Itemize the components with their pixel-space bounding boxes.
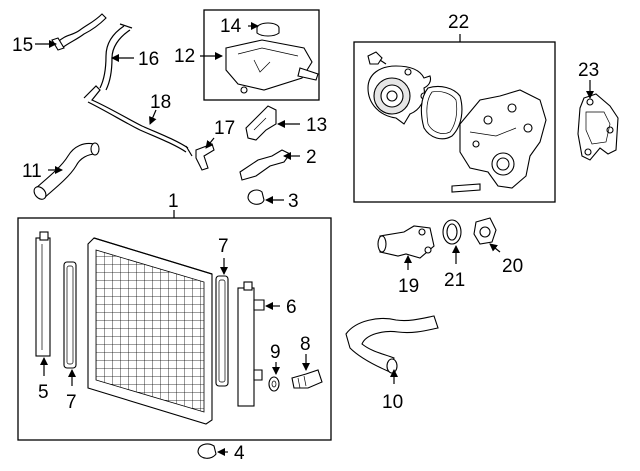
bolt-part-22[interactable] bbox=[367, 51, 387, 65]
callout-20[interactable]: 20 bbox=[502, 256, 523, 277]
callout-10[interactable]: 10 bbox=[382, 392, 403, 413]
radiator-core-1[interactable] bbox=[87, 237, 213, 425]
hose-16[interactable] bbox=[99, 23, 133, 91]
side-tank-left-5[interactable] bbox=[35, 231, 51, 357]
gasket-23[interactable] bbox=[577, 93, 619, 161]
callout-7-top[interactable]: 7 bbox=[218, 236, 229, 257]
hose-11[interactable] bbox=[32, 142, 100, 202]
callout-9[interactable]: 9 bbox=[270, 342, 281, 363]
washer-9[interactable] bbox=[268, 376, 280, 392]
drain-plug-8[interactable] bbox=[291, 369, 323, 389]
callout-2[interactable]: 2 bbox=[306, 147, 317, 168]
stud-bolt[interactable] bbox=[451, 183, 481, 193]
callout-7-bottom[interactable]: 7 bbox=[66, 392, 77, 413]
callout-14[interactable]: 14 bbox=[220, 16, 242, 37]
callout-15[interactable]: 15 bbox=[12, 35, 33, 56]
callout-19[interactable]: 19 bbox=[398, 276, 419, 297]
tank-gasket-left[interactable] bbox=[63, 261, 77, 369]
hose-10[interactable] bbox=[345, 315, 439, 374]
clip-3[interactable] bbox=[247, 189, 265, 205]
hose-18[interactable] bbox=[83, 85, 193, 157]
hose-15[interactable] bbox=[51, 13, 107, 51]
callout-8[interactable]: 8 bbox=[300, 334, 311, 355]
callout-11[interactable]: 11 bbox=[22, 161, 42, 182]
coolant-reservoir[interactable] bbox=[225, 39, 319, 94]
bracket-13[interactable] bbox=[245, 105, 277, 141]
callout-17[interactable]: 17 bbox=[214, 118, 235, 139]
callout-18[interactable]: 18 bbox=[150, 92, 171, 113]
callout-labels: 15 16 12 14 22 23 18 17 13 2 11 3 1 7 6 … bbox=[12, 12, 599, 464]
water-pump-group-box bbox=[353, 41, 556, 203]
callout-13[interactable]: 13 bbox=[306, 115, 327, 136]
callout-1[interactable]: 1 bbox=[168, 191, 179, 212]
callout-3[interactable]: 3 bbox=[288, 191, 299, 212]
clip-4[interactable] bbox=[197, 443, 217, 459]
reservoir-cap-14[interactable] bbox=[256, 22, 280, 37]
bracket-2[interactable] bbox=[239, 149, 291, 181]
leader-lines bbox=[35, 22, 594, 456]
reservoir-group-box bbox=[203, 9, 320, 101]
callout-16[interactable]: 16 bbox=[138, 49, 159, 70]
callout-5[interactable]: 5 bbox=[38, 382, 49, 403]
side-tank-right-6[interactable] bbox=[237, 281, 265, 407]
gasket-21[interactable] bbox=[442, 219, 462, 245]
water-inlet-housing[interactable] bbox=[459, 89, 547, 189]
thermostat-20[interactable] bbox=[473, 217, 497, 245]
tank-gasket-right[interactable] bbox=[215, 275, 229, 387]
callout-22[interactable]: 22 bbox=[448, 12, 469, 33]
water-outlet-19[interactable] bbox=[377, 225, 435, 259]
callout-6[interactable]: 6 bbox=[286, 297, 297, 318]
water-pump[interactable] bbox=[367, 65, 432, 125]
hose-17[interactable] bbox=[195, 143, 215, 171]
callout-12[interactable]: 12 bbox=[174, 46, 195, 67]
callout-21[interactable]: 21 bbox=[444, 270, 465, 291]
callout-23[interactable]: 23 bbox=[578, 60, 599, 81]
pump-gasket[interactable] bbox=[420, 85, 463, 140]
callout-4[interactable]: 4 bbox=[234, 443, 245, 464]
